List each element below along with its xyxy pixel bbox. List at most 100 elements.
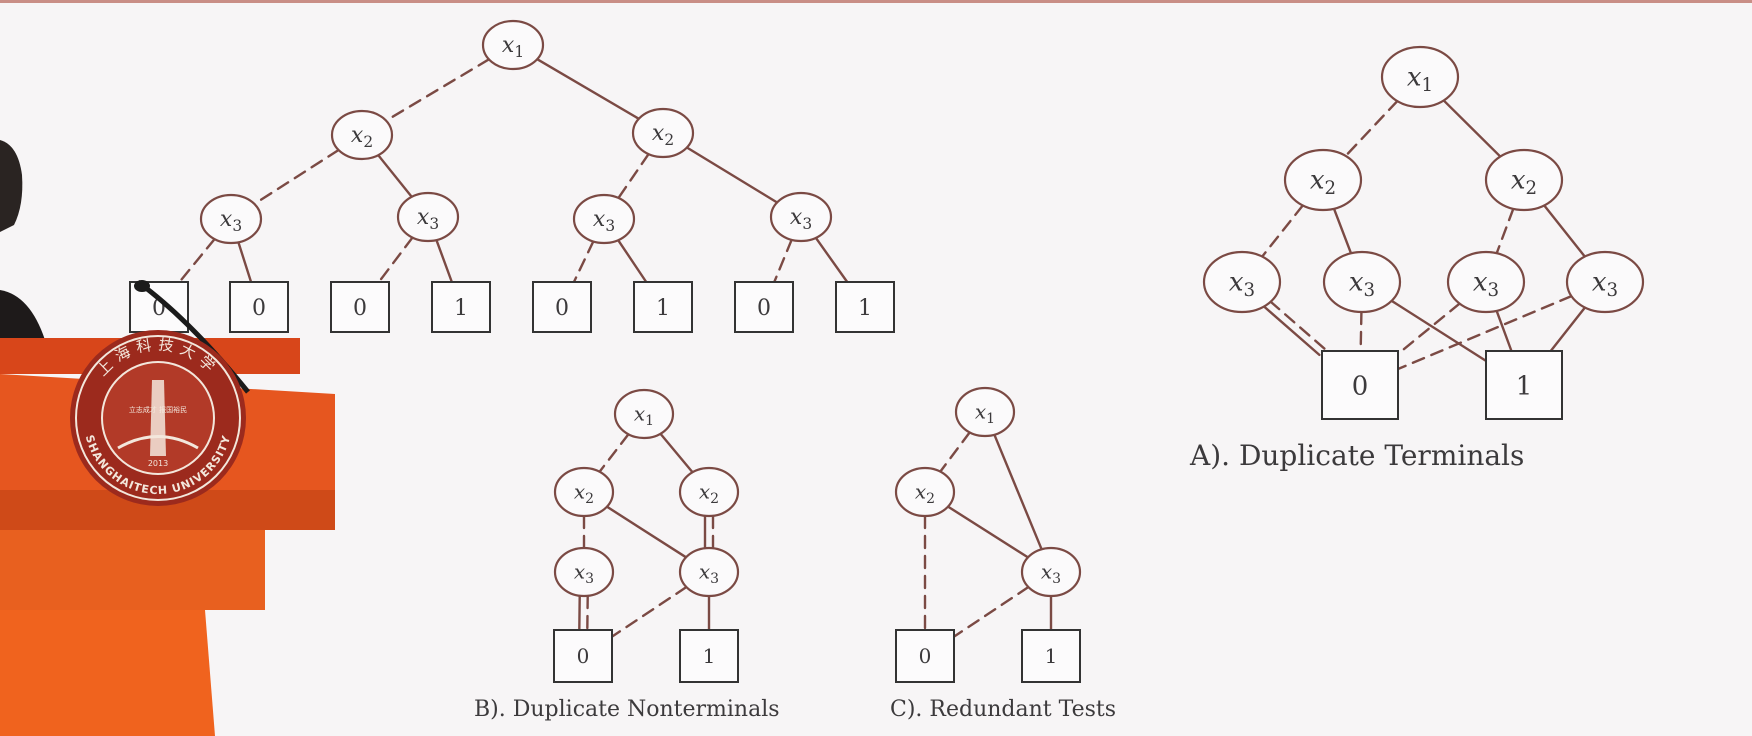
caption-redundant-tests: C). Redundant Tests: [890, 697, 1116, 722]
terminal-box: [1485, 350, 1563, 420]
high-edge-a-d: [605, 505, 688, 559]
top-border: [0, 0, 1752, 3]
terminal-box: [1321, 350, 1399, 420]
node-label: x1: [502, 33, 524, 61]
node-ellipse: [1020, 546, 1082, 598]
node-ellipse: [1202, 250, 1282, 314]
terminal-node-1: 1: [633, 281, 693, 333]
high-edge-a-d: [1332, 207, 1353, 255]
node-label: x3: [1592, 267, 1618, 301]
low-edge-c-t1: [178, 237, 216, 284]
node-ellipse: [1446, 250, 1526, 314]
decision-node-x1: x1: [613, 388, 675, 440]
decision-node-x3: x3: [1020, 546, 1082, 598]
node-label: x3: [1041, 559, 1061, 586]
terminal-label: 1: [703, 644, 716, 668]
high-edge-f-t1: [1549, 306, 1587, 353]
terminal-label: 0: [152, 296, 166, 321]
node-ellipse: [678, 546, 740, 598]
low-edge-f-t7: [773, 238, 793, 284]
terminal-label: 0: [353, 296, 367, 321]
caption-duplicate-nonterminals: B). Duplicate Nonterminals: [474, 697, 780, 722]
node-label: x3: [593, 207, 615, 235]
terminal-label: 0: [555, 296, 569, 321]
terminal-node-0: 0: [229, 281, 289, 333]
terminal-label: 1: [858, 296, 872, 321]
low-edge-e-t0: [1396, 302, 1461, 356]
high-edge-r-b: [659, 432, 694, 474]
node-ellipse: [396, 191, 460, 243]
terminal-label: 1: [1516, 371, 1533, 401]
low-edge-d-t0: [952, 585, 1030, 638]
terminal-node-1: 1: [835, 281, 895, 333]
high-edge-r-b: [535, 57, 641, 121]
node-ellipse: [199, 193, 263, 245]
decision-node-x3: x3: [199, 193, 263, 245]
low-edge-r-a: [598, 433, 630, 473]
decision-node-x2: x2: [894, 466, 956, 518]
high-edge-e-t6: [616, 238, 648, 284]
terminal-node-1: 1: [679, 629, 739, 683]
terminal-box: [679, 629, 739, 683]
node-label: x3: [1473, 267, 1499, 301]
decision-node-x1: x1: [954, 386, 1016, 438]
high-edge-a-d: [377, 153, 413, 199]
decision-node-x3: x3: [1322, 250, 1402, 314]
decision-node-x3: x3: [769, 191, 833, 243]
terminal-node-1: 1: [1485, 350, 1563, 420]
node-label: x3: [790, 205, 812, 233]
low-edge-d-t0: [1359, 310, 1363, 353]
high-edge-f-t8: [814, 236, 849, 284]
node-label: x2: [915, 479, 935, 506]
decision-node-x3: x3: [1202, 250, 1282, 314]
terminal-box: [734, 281, 794, 333]
decision-node-x3: x3: [572, 193, 636, 245]
node-label: x2: [1310, 165, 1336, 199]
terminal-label: 1: [454, 296, 468, 321]
decision-node-x3: x3: [1565, 250, 1645, 314]
decision-node-x2: x2: [631, 107, 695, 159]
low-edge-d-t3: [377, 236, 414, 284]
node-label: x2: [1511, 165, 1537, 199]
node-label: x3: [699, 559, 719, 586]
decision-node-x3: x3: [678, 546, 740, 598]
node-label: x1: [634, 401, 654, 428]
terminal-label: 0: [252, 296, 266, 321]
node-ellipse: [1484, 148, 1564, 212]
terminal-node-0: 0: [330, 281, 390, 333]
decision-node-x1: x1: [481, 19, 545, 71]
terminal-label: 1: [1045, 644, 1058, 668]
low-edge-b-e: [617, 152, 650, 200]
node-ellipse: [572, 193, 636, 245]
node-ellipse: [1283, 148, 1363, 212]
decision-node-x2: x2: [1283, 148, 1363, 212]
low-edge-f-t0: [1396, 294, 1573, 371]
terminal-box: [532, 281, 592, 333]
decision-node-x1: x1: [1380, 45, 1460, 109]
terminal-box: [1021, 629, 1081, 683]
node-ellipse: [894, 466, 956, 518]
terminal-box: [553, 629, 613, 683]
terminal-box: [633, 281, 693, 333]
high-edge-r-d: [993, 433, 1043, 551]
node-ellipse: [613, 388, 675, 440]
node-label: x2: [652, 121, 674, 149]
terminal-box: [835, 281, 895, 333]
high-edge-c-t2: [237, 241, 253, 284]
node-ellipse: [1322, 250, 1402, 314]
decision-node-x3: x3: [1446, 250, 1526, 314]
terminal-node-0: 0: [734, 281, 794, 333]
low-edge-b-e: [1495, 207, 1515, 255]
node-ellipse: [631, 107, 695, 159]
terminal-label: 1: [656, 296, 670, 321]
low-edge-e-t5: [572, 240, 595, 284]
caption-duplicate-terminals: A). Duplicate Terminals: [1189, 439, 1524, 472]
node-label: x1: [975, 399, 995, 426]
terminal-node-0: 0: [553, 629, 613, 683]
node-ellipse: [954, 386, 1016, 438]
decision-node-x2: x2: [553, 466, 615, 518]
node-ellipse: [553, 546, 615, 598]
